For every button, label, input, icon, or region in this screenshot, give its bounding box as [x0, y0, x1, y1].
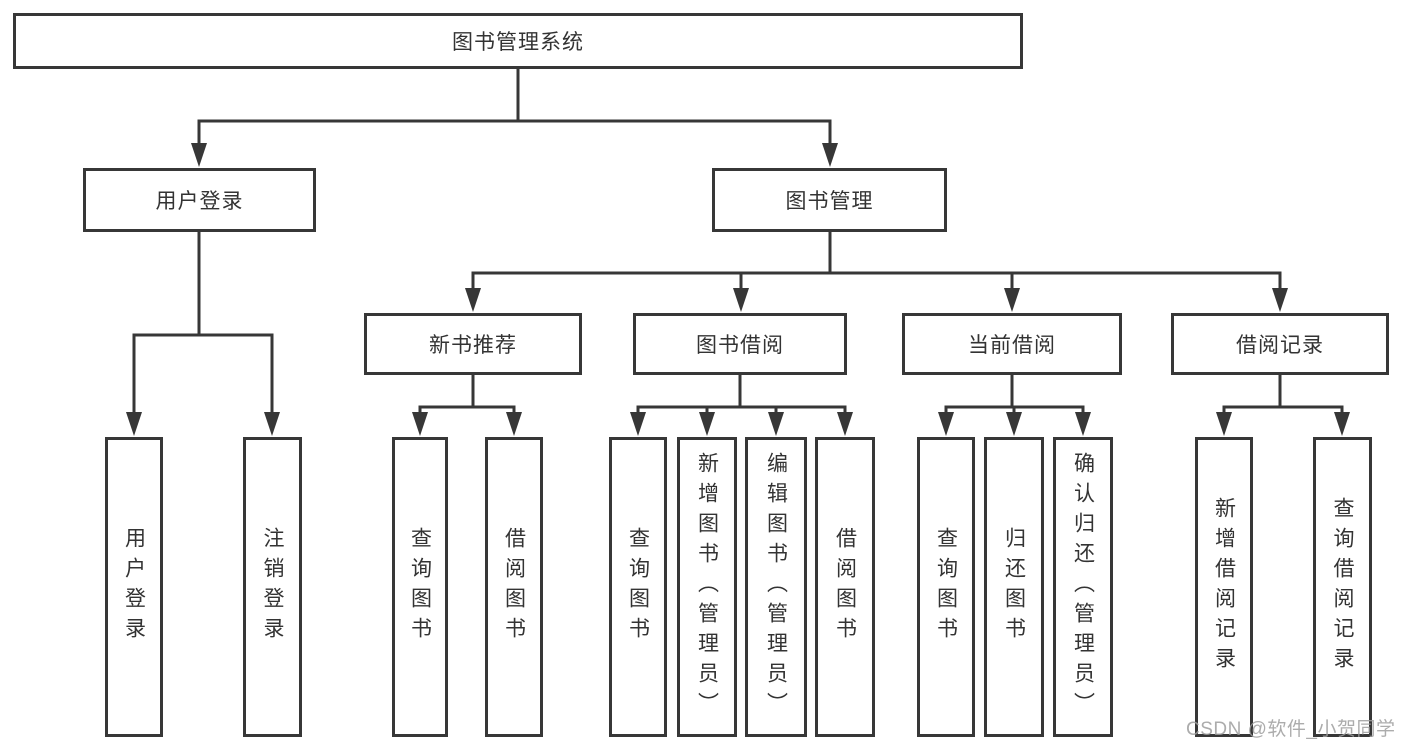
- leaf-bb-query-books-label: 查询图书: [626, 527, 650, 647]
- node-current-borrowing: 当前借阅: [902, 313, 1122, 375]
- leaf-nbr-borrow-books-label: 借阅图书: [502, 527, 526, 647]
- leaf-bb-add-books-admin: 新增图书（管理员）: [677, 437, 737, 737]
- leaf-user-login: 用户登录: [105, 437, 163, 737]
- node-new-book-recommend: 新书推荐: [364, 313, 582, 375]
- leaf-nbr-borrow-books: 借阅图书: [485, 437, 543, 737]
- leaf-bb-add-books-admin-label: 新增图书（管理员）: [695, 452, 719, 722]
- leaf-br-add-record-label: 新增借阅记录: [1212, 497, 1236, 677]
- leaf-bb-edit-books-admin: 编辑图书（管理员）: [745, 437, 807, 737]
- node-root: 图书管理系统: [13, 13, 1023, 69]
- leaf-bb-borrow-books: 借阅图书: [815, 437, 875, 737]
- leaf-logout: 注销登录: [243, 437, 302, 737]
- leaf-user-login-label: 用户登录: [122, 527, 146, 647]
- leaf-bb-borrow-books-label: 借阅图书: [833, 527, 857, 647]
- leaf-bb-query-books: 查询图书: [609, 437, 667, 737]
- leaf-cb-query-books: 查询图书: [917, 437, 975, 737]
- node-user-login: 用户登录: [83, 168, 316, 232]
- node-book-management: 图书管理: [712, 168, 947, 232]
- leaf-br-add-record: 新增借阅记录: [1195, 437, 1253, 737]
- node-book-borrowing: 图书借阅: [633, 313, 847, 375]
- leaf-nbr-query-books-label: 查询图书: [408, 527, 432, 647]
- node-borrow-records: 借阅记录: [1171, 313, 1389, 375]
- leaf-logout-label: 注销登录: [261, 527, 284, 647]
- leaf-br-query-record-label: 查询借阅记录: [1331, 497, 1354, 677]
- leaf-cb-return-books-label: 归还图书: [1002, 527, 1026, 647]
- leaf-cb-query-books-label: 查询图书: [934, 527, 958, 647]
- leaf-cb-confirm-return-admin: 确认归还（管理员）: [1053, 437, 1113, 737]
- leaf-br-query-record: 查询借阅记录: [1313, 437, 1372, 737]
- leaf-nbr-query-books: 查询图书: [392, 437, 448, 737]
- leaf-bb-edit-books-admin-label: 编辑图书（管理员）: [764, 452, 788, 722]
- leaf-cb-confirm-return-admin-label: 确认归还（管理员）: [1071, 452, 1095, 722]
- leaf-cb-return-books: 归还图书: [984, 437, 1044, 737]
